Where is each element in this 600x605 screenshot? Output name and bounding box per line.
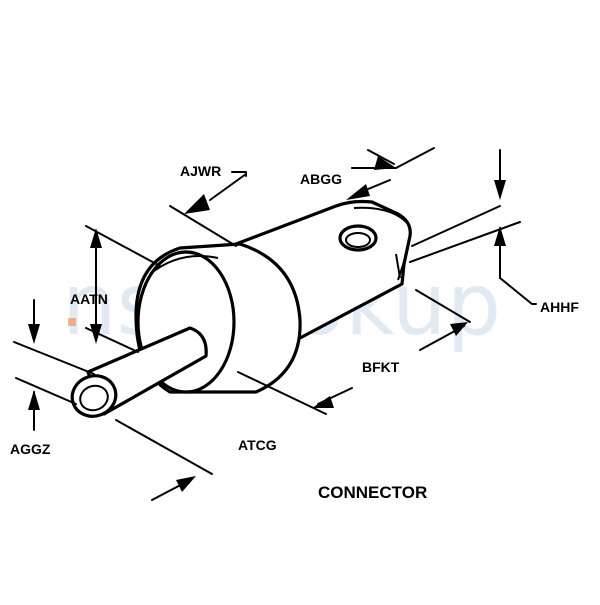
dimension-aatn: AATN (70, 225, 161, 353)
dimension-ahhf: AHHF (409, 149, 579, 315)
dimension-atcg: ATCG (115, 419, 277, 501)
label-ahhf: AHHF (540, 299, 579, 315)
diagram-title: CONNECTOR (318, 483, 427, 502)
dimension-bfkt: BFKT (237, 289, 471, 415)
label-atcg: ATCG (238, 437, 277, 453)
label-ajwr: AJWR (180, 163, 221, 179)
dimension-aggz: AGGZ (10, 299, 95, 457)
dimension-ajwr: AJWR (169, 163, 247, 247)
label-bfkt: BFKT (362, 359, 400, 375)
label-aggz: AGGZ (10, 441, 51, 457)
watermark-dot (68, 318, 76, 326)
dimension-abgg: ABGG (300, 147, 435, 200)
label-abgg: ABGG (300, 171, 342, 187)
label-aatn: AATN (70, 291, 108, 307)
